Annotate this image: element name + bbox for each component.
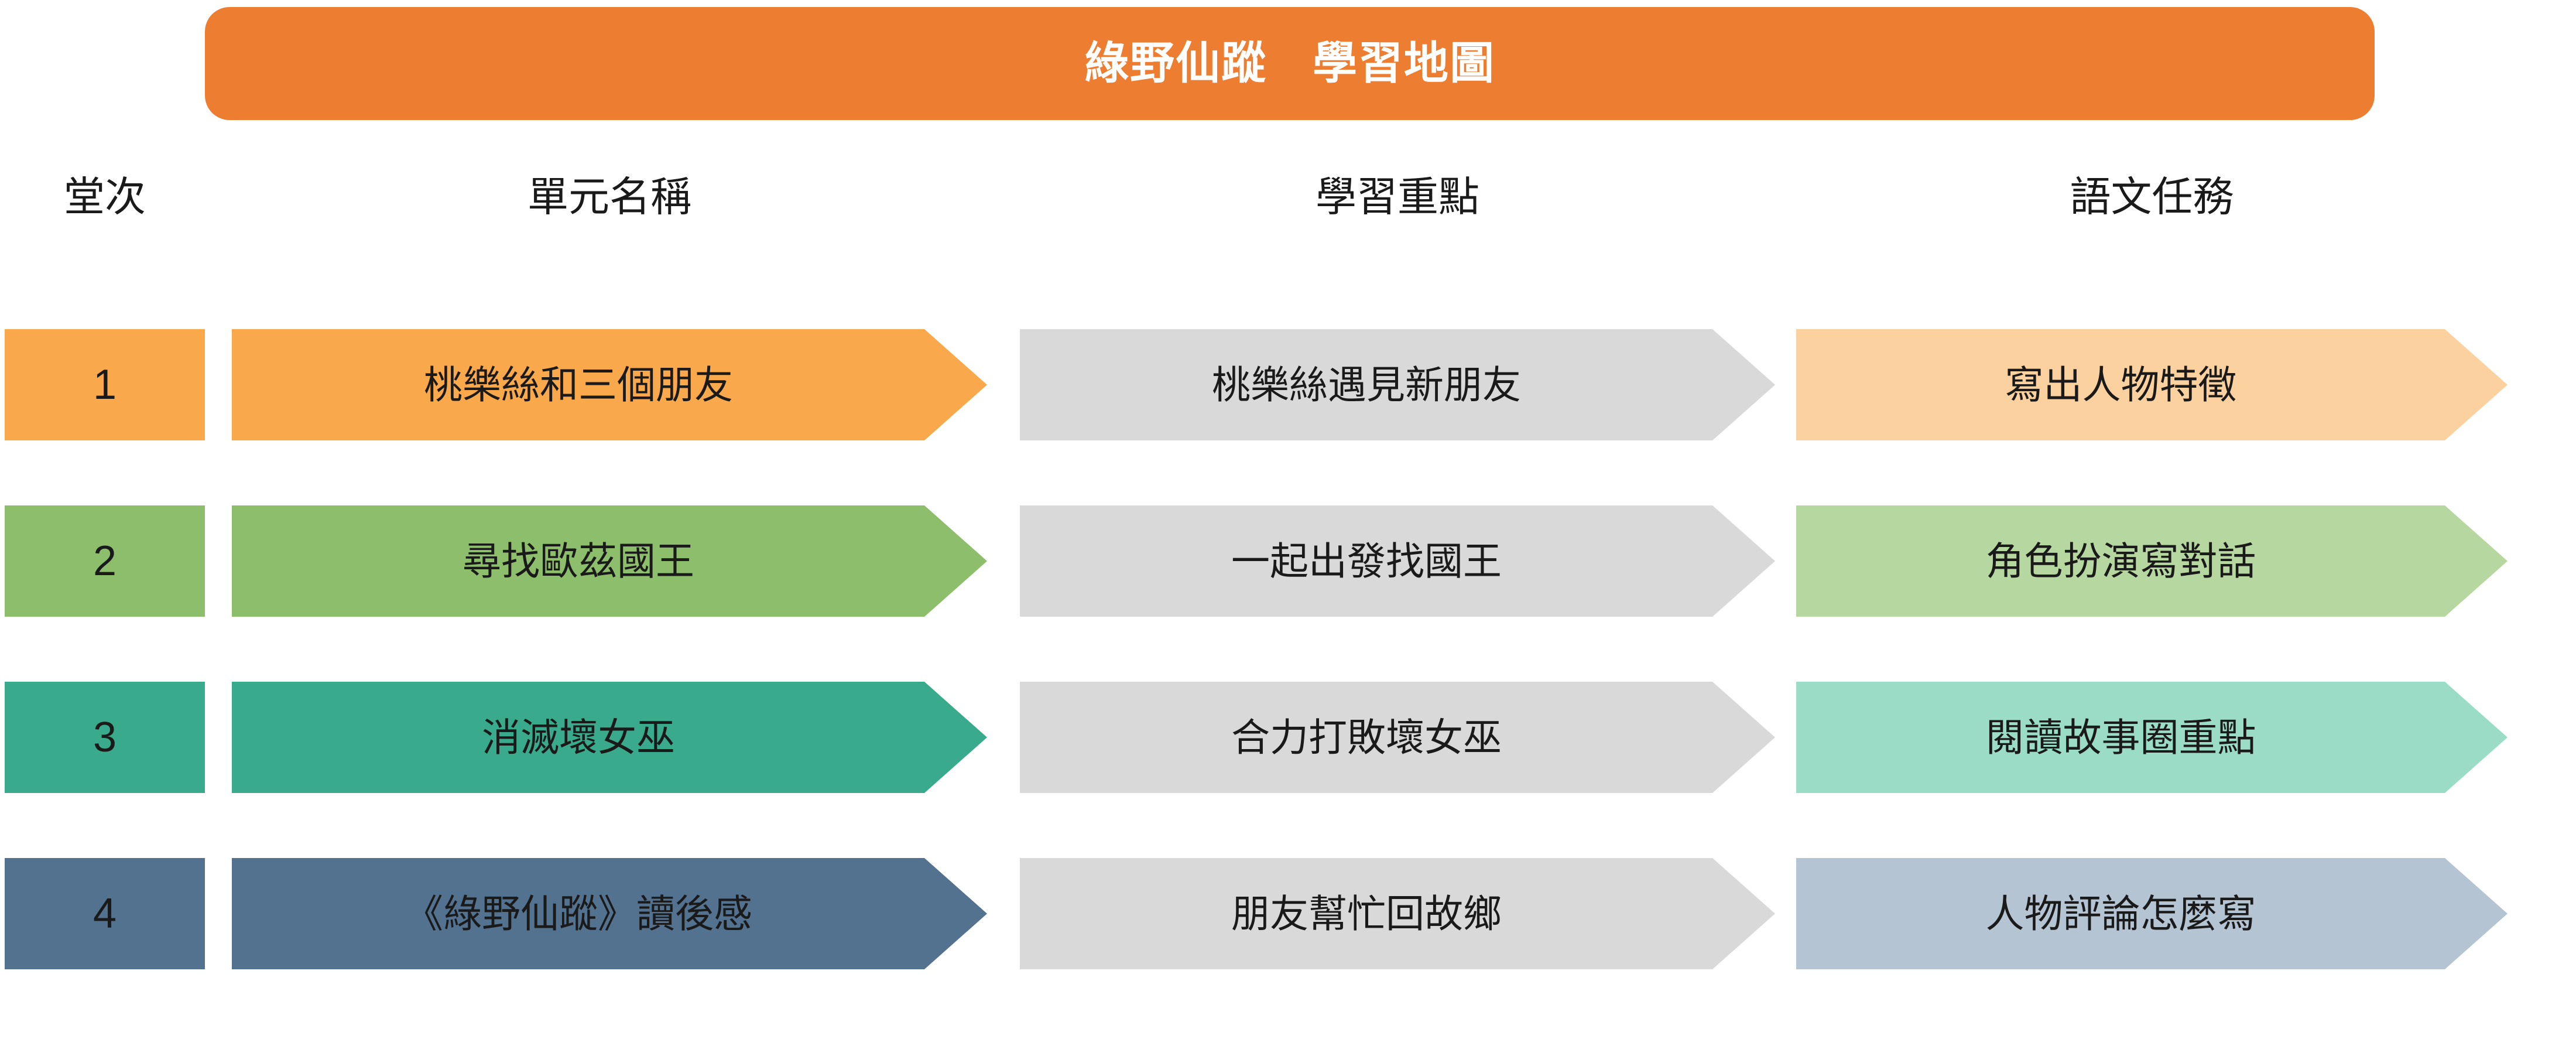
session-number: 4 xyxy=(93,890,117,937)
language-task-label: 寫出人物特徵 xyxy=(2005,363,2237,406)
learning-focus-label: 一起出發找國王 xyxy=(1231,539,1502,583)
title-banner: 綠野仙蹤 學習地圖 xyxy=(205,7,2375,120)
column-header-language-task: 語文任務 xyxy=(1796,169,2508,225)
unit-name-label: 消滅壞女巫 xyxy=(482,716,675,759)
unit-name-label: 《綠野仙蹤》讀後感 xyxy=(405,892,752,935)
learning-focus-chevron: 一起出發找國王 xyxy=(1020,505,1775,617)
column-header-unit-name: 單元名稱 xyxy=(232,169,987,225)
language-task-label: 人物評論怎麼寫 xyxy=(1985,892,2256,935)
session-number: 3 xyxy=(93,714,117,761)
column-header-label: 語文任務 xyxy=(2070,174,2234,220)
language-task-label: 角色扮演寫對話 xyxy=(1985,539,2256,583)
column-header-learning-focus: 學習重點 xyxy=(1020,169,1775,225)
unit-name-chevron: 尋找歐茲國王 xyxy=(232,505,987,617)
page-title: 綠野仙蹤 學習地圖 xyxy=(1084,38,1495,88)
learning-focus-label: 桃樂絲遇見新朋友 xyxy=(1212,363,1521,406)
session-number: 1 xyxy=(93,361,117,408)
table-row: 4 《綠野仙蹤》讀後感 朋友幫忙回故鄉 人物評論怎麼寫 xyxy=(0,858,2576,969)
column-header-session: 堂次 xyxy=(5,169,205,225)
unit-name-chevron: 《綠野仙蹤》讀後感 xyxy=(232,858,987,969)
unit-name-chevron: 消滅壞女巫 xyxy=(232,682,987,793)
language-task-chevron: 閱讀故事圈重點 xyxy=(1796,682,2508,793)
unit-name-label: 桃樂絲和三個朋友 xyxy=(424,363,733,406)
learning-focus-chevron: 朋友幫忙回故鄉 xyxy=(1020,858,1775,969)
session-number-cell: 2 xyxy=(5,505,205,617)
table-row: 1 桃樂絲和三個朋友 桃樂絲遇見新朋友 寫出人物特徵 xyxy=(0,329,2576,440)
language-task-label: 閱讀故事圈重點 xyxy=(1985,716,2256,759)
session-number-cell: 1 xyxy=(5,329,205,440)
learning-focus-chevron: 合力打敗壞女巫 xyxy=(1020,682,1775,793)
table-row: 3 消滅壞女巫 合力打敗壞女巫 閱讀故事圈重點 xyxy=(0,682,2576,793)
column-header-label: 單元名稱 xyxy=(527,174,691,220)
learning-focus-label: 朋友幫忙回故鄉 xyxy=(1231,892,1502,935)
unit-name-label: 尋找歐茲國王 xyxy=(463,539,694,583)
table-row: 2 尋找歐茲國王 一起出發找國王 角色扮演寫對話 xyxy=(0,505,2576,617)
session-number-cell: 3 xyxy=(5,682,205,793)
unit-name-chevron: 桃樂絲和三個朋友 xyxy=(232,329,987,440)
column-header-label: 學習重點 xyxy=(1316,174,1479,220)
language-task-chevron: 人物評論怎麼寫 xyxy=(1796,858,2508,969)
language-task-chevron: 寫出人物特徵 xyxy=(1796,329,2508,440)
learning-focus-label: 合力打敗壞女巫 xyxy=(1231,716,1502,759)
language-task-chevron: 角色扮演寫對話 xyxy=(1796,505,2508,617)
session-number: 2 xyxy=(93,538,117,585)
learning-focus-chevron: 桃樂絲遇見新朋友 xyxy=(1020,329,1775,440)
column-header-label: 堂次 xyxy=(64,174,146,220)
session-number-cell: 4 xyxy=(5,858,205,969)
